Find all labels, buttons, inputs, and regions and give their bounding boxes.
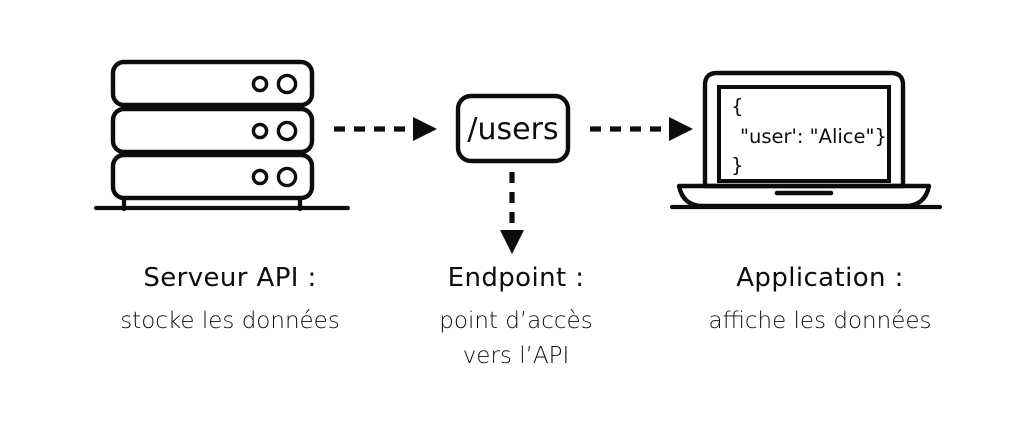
server-led-small — [251, 122, 269, 140]
caption-application-title: Application : — [736, 263, 904, 293]
server-led-small — [251, 75, 269, 93]
connector-endpoint-to-application — [590, 117, 693, 141]
caption-server: Serveur API : stocke les données — [60, 262, 400, 338]
server-led-small — [251, 168, 269, 186]
endpoint-label: /users — [467, 112, 558, 147]
server-unit-3 — [110, 152, 315, 201]
server-led-large — [276, 166, 298, 188]
screen-code-line-3: } — [731, 154, 743, 177]
caption-endpoint: Endpoint : point d’accès vers l’API — [378, 262, 654, 373]
caption-endpoint-title: Endpoint : — [447, 263, 585, 293]
laptop-screen — [717, 85, 891, 183]
connector-server-to-endpoint — [334, 117, 437, 141]
server-rack-icon — [93, 59, 351, 212]
caption-server-body: stocke les données — [120, 307, 340, 334]
screen-code-line-2: "user': "Alice"} — [740, 125, 887, 148]
caption-application: Application : affiche les données — [650, 262, 990, 338]
caption-server-title: Serveur API : — [143, 263, 317, 293]
laptop-icon: { "user': "Alice"} } — [669, 70, 943, 210]
caption-endpoint-body-line1: point d’accès — [439, 307, 593, 334]
screen-code-line-1: { — [731, 95, 743, 118]
endpoint-box-icon: /users — [455, 93, 571, 164]
caption-application-body: affiche les données — [708, 307, 932, 334]
server-unit-2 — [110, 106, 315, 155]
caption-endpoint-body-line2: vers l’API — [462, 342, 570, 369]
server-led-large — [276, 120, 298, 142]
server-led-large — [276, 73, 298, 95]
connector-endpoint-to-caption — [500, 172, 524, 254]
server-unit-1 — [110, 59, 315, 108]
